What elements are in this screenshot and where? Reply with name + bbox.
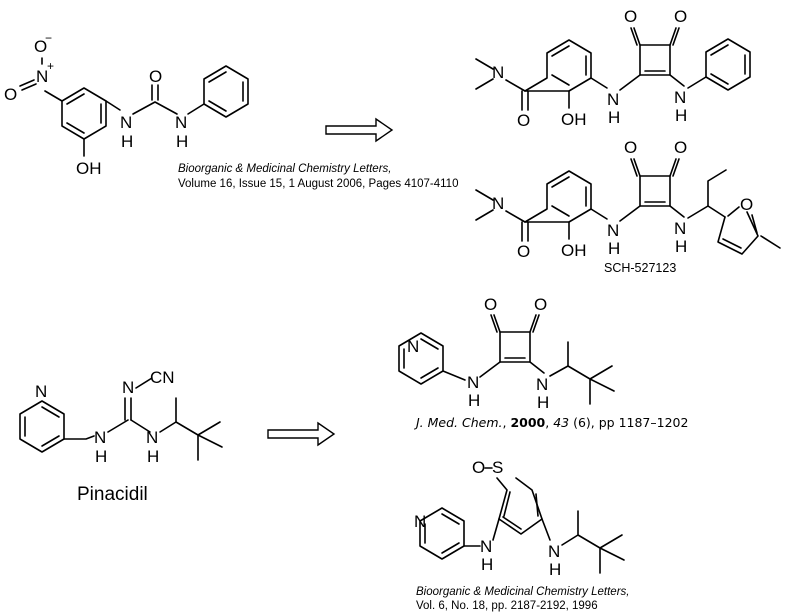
nitro-n-atom: N: [36, 67, 48, 86]
urea-n2-atom: N: [175, 113, 187, 132]
pyridine-n-atom: N: [35, 382, 47, 401]
transform-arrow-2: [267, 421, 336, 447]
minus-charge: −: [45, 31, 52, 45]
nitro-o2-atom: O: [4, 85, 17, 104]
cyano-label: CN: [150, 368, 175, 387]
ref1-details: Volume 16, Issue 15, 1 August 2006, Page…: [178, 178, 458, 190]
sulfoxide-o-atom: O: [472, 458, 485, 477]
pin-nh1-h-atom: H: [95, 447, 107, 466]
hydroxyl-label: OH: [76, 159, 102, 178]
nh1-h-atom: H: [608, 108, 620, 127]
molecule-squaramide-pinacidil: N N H O O N H: [398, 295, 615, 412]
amide-n-atom: N: [492, 63, 504, 82]
pinacidil-label: Pinacidil: [77, 484, 148, 505]
nh4-h-atom: H: [675, 237, 687, 256]
ref1-journal: Bioorganic & Medicinal Chemistry Letters…: [178, 163, 391, 175]
urea-o-atom: O: [149, 67, 162, 86]
molecule-squaramide-phenyl: N O OH N H O O N H: [475, 7, 751, 130]
amide-o-atom: O: [517, 111, 530, 130]
ref3-details: Vol. 6, No. 18, pp. 2187-2192, 1996: [416, 600, 598, 612]
sq3-o2-atom: O: [534, 295, 547, 314]
molecule-pinacidil: N N H N CN N H: [19, 368, 223, 466]
transform-arrow-1: [325, 117, 394, 143]
sch-527123-label: SCH-527123: [604, 261, 676, 275]
pin-nh2-h-atom: H: [147, 447, 159, 466]
sq3-o1-atom: O: [484, 295, 497, 314]
pyr3-n-atom: N: [414, 512, 426, 531]
sq3-nh1-h-atom: H: [468, 391, 480, 410]
sq3-nh2-n-atom: N: [536, 375, 548, 394]
sq3-nh1-n-atom: N: [467, 373, 479, 392]
plus-charge: +: [47, 59, 54, 73]
nh4-n-atom: N: [674, 219, 686, 238]
molecule-sch-527123: N O OH N H O O N H O: [475, 138, 781, 261]
nh1-n-atom: N: [607, 90, 619, 109]
sq3-nh2-h-atom: H: [537, 393, 549, 412]
sulfur-atom: S: [492, 458, 503, 477]
furan-o-atom: O: [740, 195, 753, 214]
sq-o2-atom: O: [674, 7, 687, 26]
pyr2-n-atom: N: [407, 337, 419, 356]
urea-h2-atom: H: [176, 132, 188, 151]
molecule-nitrophenyl-urea: N + O − O OH N H O N H: [4, 31, 249, 178]
nh2-n-atom: N: [674, 88, 686, 107]
ref3-journal: Bioorganic & Medicinal Chemistry Letters…: [416, 586, 629, 598]
nitro-o-atom: O: [34, 37, 47, 56]
urea-n1-atom: N: [120, 113, 132, 132]
thio-nh2-n-atom: N: [548, 542, 560, 561]
thio-nh1-h-atom: H: [481, 555, 493, 574]
nh3-n-atom: N: [607, 221, 619, 240]
thio-nh2-h-atom: H: [549, 560, 561, 579]
imine-n-atom: N: [122, 378, 134, 397]
pin-nh1-n-atom: N: [94, 428, 106, 447]
molecule-thiophene-oxide: O S N N H N H: [414, 458, 625, 579]
pin-nh2-n-atom: N: [146, 428, 158, 447]
nh3-h-atom: H: [608, 239, 620, 258]
hydroxyl-label-3: OH: [561, 241, 587, 260]
sq2-o1-atom: O: [624, 138, 637, 157]
sq-o1-atom: O: [624, 7, 637, 26]
hydroxyl-label-2: OH: [561, 110, 587, 129]
sq2-o2-atom: O: [674, 138, 687, 157]
amide2-n-atom: N: [492, 194, 504, 213]
ref2-citation: J. Med. Chem., 2000, 43 (6), pp 1187–120…: [413, 415, 688, 430]
thio-nh1-n-atom: N: [480, 537, 492, 556]
nh2-h-atom: H: [675, 106, 687, 125]
urea-h1-atom: H: [121, 132, 133, 151]
amide2-o-atom: O: [517, 242, 530, 261]
